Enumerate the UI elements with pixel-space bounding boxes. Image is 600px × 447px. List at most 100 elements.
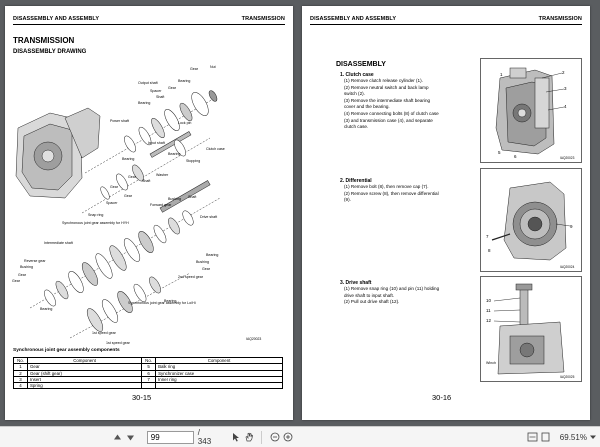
- page-header: DISASSEMBLY AND ASSEMBLY TRANSMISSION: [310, 16, 582, 25]
- instruction-line: switch (2).: [344, 91, 365, 97]
- viewer-toolbar: 99 / 343 69.51%: [0, 426, 600, 447]
- fit-width-icon: [527, 432, 538, 442]
- diagram-label: Bushing: [196, 260, 209, 264]
- fit-page-icon: [541, 432, 550, 442]
- diagram-label: Power shaft: [110, 119, 129, 123]
- minus-circle-icon: [270, 432, 280, 442]
- table-row: 1 Gear 5 Balk ring: [13, 363, 283, 371]
- diagram-label: Spacer: [106, 201, 118, 205]
- section-title: DISASSEMBLY: [336, 61, 386, 68]
- page-number-input[interactable]: 99: [146, 430, 194, 444]
- table-title: Synchronous joint gear assembly componen…: [13, 348, 120, 353]
- transmission-housing: [15, 107, 101, 199]
- figure-callout: 6: [514, 154, 517, 159]
- table-cell: 6: [141, 369, 157, 377]
- diagram-label: Bearing: [122, 157, 134, 161]
- diagram-label: Gear: [124, 194, 133, 198]
- instruction-line: (2) Remove neutral switch and back lamp: [344, 84, 429, 90]
- table-row: 4 Spring: [13, 382, 283, 390]
- diagram-label: Bearing: [164, 299, 176, 303]
- diagram-label: Bearing: [138, 101, 150, 105]
- diagram-label: Shaft: [188, 195, 196, 199]
- step-instructions: (1) Remove clutch release cylinder (1). …: [344, 78, 476, 131]
- diagram-label: Bearing: [168, 152, 180, 156]
- previous-page-button[interactable]: [111, 430, 124, 444]
- diagram-label: Synchronous joint gear assembly for Lo/H…: [128, 301, 196, 305]
- section-subtitle: DISASSEMBLY DRAWING: [13, 49, 87, 55]
- diagram-label: Forward gear: [150, 203, 172, 207]
- step-title: 3. Drive shaft: [340, 280, 372, 286]
- diagram-label: Nut: [210, 65, 216, 69]
- figure-code: IAQ20024: [560, 265, 575, 269]
- diagram-label: Bearing: [40, 307, 52, 311]
- instruction-line: (1) Remove clutch release cylinder (1).: [344, 78, 423, 83]
- instruction-line: drive shaft to input shaft.: [344, 292, 395, 298]
- diagram-label: Shaft: [156, 95, 164, 99]
- diagram-label: 1st speed gear: [106, 341, 131, 345]
- table-header-row: No. Component No. Component: [13, 356, 283, 365]
- fit-page-button[interactable]: [539, 430, 552, 444]
- table-cell: Synchronizer case: [155, 369, 283, 377]
- diagram-label: Reverse gear: [24, 259, 46, 263]
- table-cell: 5: [141, 363, 157, 371]
- figure-callout: 12: [486, 318, 492, 323]
- differential-figure: 7 8 9 IAQ20024: [480, 168, 582, 272]
- table-header: Component: [26, 356, 143, 365]
- figure-callout: 3: [564, 86, 567, 91]
- instruction-line: (1) Remove snap ring (10) and pin (11) h…: [344, 286, 440, 291]
- diagram-label: Output shaft: [138, 81, 158, 85]
- figure-callout: 7: [486, 234, 489, 239]
- hand-tool-button[interactable]: [242, 430, 255, 444]
- table-cell: 4: [13, 382, 28, 390]
- zoom-level[interactable]: 69.51%: [559, 432, 587, 442]
- diagram-label: Gear: [202, 267, 211, 271]
- figure-code: IAQ20023: [246, 337, 261, 341]
- zoom-in-button[interactable]: [281, 430, 294, 444]
- header-right: TRANSMISSION: [241, 16, 285, 22]
- exploded-diagram: Gear Nut Bearing Output shaft Spacer Gea…: [12, 65, 261, 345]
- diagram-label: Input shaft: [148, 141, 165, 145]
- zoom-out-button[interactable]: [268, 430, 281, 444]
- instruction-line: clutch case.: [344, 124, 369, 130]
- instruction-line: (2) Pull out drive shaft (12).: [344, 299, 400, 305]
- diagram-label: Snap ring: [88, 213, 103, 217]
- components-table: No. Component No. Component 1 Gear 5 Bal…: [13, 356, 283, 390]
- clutch-case-figure: 1 2 3 4 5 6 IAQ20023: [480, 58, 582, 163]
- cursor-tool-button[interactable]: [229, 430, 242, 444]
- next-page-button[interactable]: [124, 430, 137, 444]
- table-cell: Insert: [26, 375, 143, 384]
- page-header: DISASSEMBLY AND ASSEMBLY TRANSMISSION: [13, 16, 285, 25]
- figure-code: IAQ20025: [560, 375, 575, 379]
- chevron-down-icon: [590, 435, 597, 439]
- table-cell: Spring: [26, 382, 143, 390]
- step-title: 2. Differential: [340, 178, 372, 184]
- instruction-line: (3) and transmission case (4), and separ…: [344, 117, 433, 123]
- drive-shaft-figure: 10 11 12 Winch IAQ20025: [480, 276, 582, 382]
- diagram-label: Gear: [110, 185, 119, 189]
- header-left: DISASSEMBLY AND ASSEMBLY: [310, 16, 397, 22]
- zoom-dropdown-button[interactable]: [587, 430, 600, 444]
- table-cell: Gear (shift gear): [26, 369, 143, 377]
- figure-callout: 11: [486, 308, 491, 313]
- fit-width-button[interactable]: [526, 430, 539, 444]
- diagram-label: Gear: [190, 67, 199, 71]
- table-cell: [141, 382, 157, 390]
- diagram-label: Gear: [12, 279, 21, 283]
- hand-icon: [245, 432, 253, 442]
- header-right: TRANSMISSION: [538, 16, 582, 22]
- instruction-line: (1) Remove bolt (8), then remove cap (7)…: [344, 184, 429, 189]
- diagram-label: Clutch case: [206, 147, 225, 151]
- diagram-label: Bearing: [178, 79, 190, 83]
- diagram-label: Washer: [156, 173, 169, 177]
- document-page-left: DISASSEMBLY AND ASSEMBLY TRANSMISSION TR…: [5, 6, 293, 420]
- table-cell: Gear: [26, 363, 143, 371]
- header-left: DISASSEMBLY AND ASSEMBLY: [13, 16, 100, 22]
- page-number: 30-16: [432, 393, 452, 402]
- step-title: 1. Clutch case: [340, 72, 374, 78]
- pointer-icon: [232, 433, 239, 442]
- diagram-label: Gear: [168, 86, 177, 90]
- diagram-label: Drive shaft: [200, 215, 217, 219]
- step-instructions: (1) Remove bolt (8), then remove cap (7)…: [344, 184, 476, 204]
- step-instructions: (1) Remove snap ring (10) and pin (11) h…: [344, 286, 476, 306]
